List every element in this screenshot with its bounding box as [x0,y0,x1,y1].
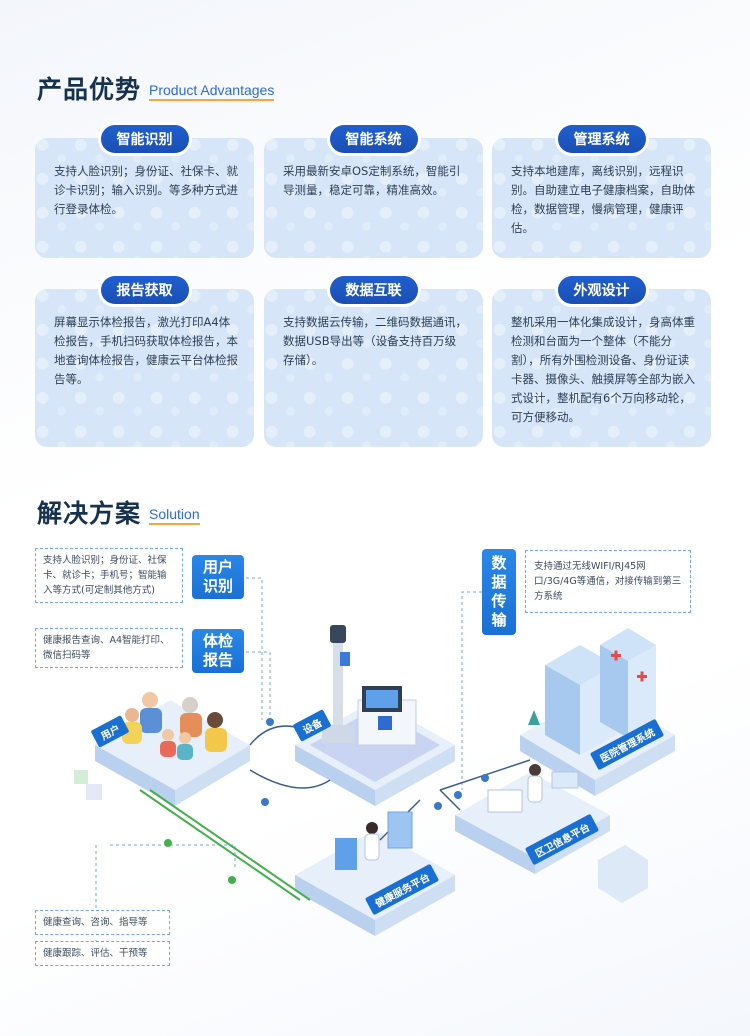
advantage-card-management-system: 管理系统 支持本地建库，离线识别，远程识别。自助建立电子健康档案，自助体检，数据… [492,125,711,258]
data-transfer-char: 传 [491,592,507,610]
health-service-staff [335,811,413,870]
report-label-line1: 体检 [202,632,233,650]
health-kiosk-device [322,625,417,746]
card-tag: 智能识别 [100,125,189,153]
solution-title-en: Solution [149,506,200,525]
decor-cubes [74,770,648,903]
data-transfer-note: 支持通过无线WIFI/RJ45网口/3G/4G等通信，对接传输到第三方系统 [525,550,691,613]
data-transfer-char: 据 [491,573,507,591]
card-tag: 智能系统 [329,125,418,153]
card-text: 支持本地建库，离线识别，远程识别。自助建立电子健康档案，自助体检，数据管理，慢病… [511,164,695,235]
advantage-card-appearance-design: 外观设计 整机采用一体化集成设计，身高体重检测和台面为一个整体（不能分割），所有… [492,276,711,447]
card-tag: 外观设计 [557,276,646,304]
user-id-note: 支持人脸识别；身份证、社保卡、就诊卡；手机号；智能输入等方式(可定制其他方式) [35,548,183,603]
card-text: 支持人脸识别；身份证、社保卡、就诊卡识别；输入识别。等多种方式进行登录体检。 [54,164,238,216]
data-transfer-label: 数 据 传 输 [482,549,516,635]
advantage-card-data-interconnect: 数据互联 支持数据云传输，二维码数据通讯，数据USB导出等（设备支持百万级存储）… [264,276,483,447]
community-staff [487,764,579,813]
user-id-label-line2: 识别 [202,577,233,595]
health-query-note: 健康查询、咨询、指导等 [35,910,170,935]
card-text: 整机采用一体化集成设计，身高体重检测和台面为一个整体（不能分割），所有外围检测设… [511,315,695,424]
hospital-buildings [528,628,656,755]
report-note: 健康报告查询、A4智能打印、微信扫码等 [35,628,183,668]
solution-title-cn: 解决方案 [37,499,142,528]
advantages-title-en: Product Advantages [149,82,275,101]
report-label: 体检 报告 [192,629,244,673]
green-network-lines [139,789,311,901]
card-tag: 数据互联 [329,276,418,304]
health-track-note: 健康跟踪、评估、干预等 [35,941,170,966]
user-id-label-line1: 用户 [202,558,233,576]
family-group [122,692,227,760]
card-tag: 管理系统 [557,125,646,153]
advantage-card-smart-recognition: 智能识别 支持人脸识别；身份证、社保卡、就诊卡识别；输入识别。等多种方式进行登录… [35,125,254,258]
data-transfer-char: 数 [491,554,507,572]
network-nodes [164,718,489,884]
solution-section-title: 解决方案 Solution [37,494,200,530]
card-text: 屏幕显示体检报告，激光打印A4体检报告，手机扫码获取体检报告，本地查询体检报告，… [54,315,238,386]
card-text: 支持数据云传输，二维码数据通讯，数据USB导出等（设备支持百万级存储）。 [283,315,467,367]
advantage-card-report-access: 报告获取 屏幕显示体检报告，激光打印A4体检报告，手机扫码获取体检报告，本地查询… [35,276,254,447]
advantages-section-title: 产品优势 Product Advantages [37,70,275,106]
advantages-title-cn: 产品优势 [37,75,142,104]
report-label-line2: 报告 [202,651,233,669]
card-tag: 报告获取 [100,276,189,304]
data-transfer-char: 输 [491,611,507,629]
user-id-label: 用户 识别 [192,555,244,599]
card-text: 采用最新安卓OS定制系统，智能引导测量，稳定可靠，精准高效。 [283,164,461,197]
advantage-card-smart-system: 智能系统 采用最新安卓OS定制系统，智能引导测量，稳定可靠，精准高效。 [264,125,483,258]
